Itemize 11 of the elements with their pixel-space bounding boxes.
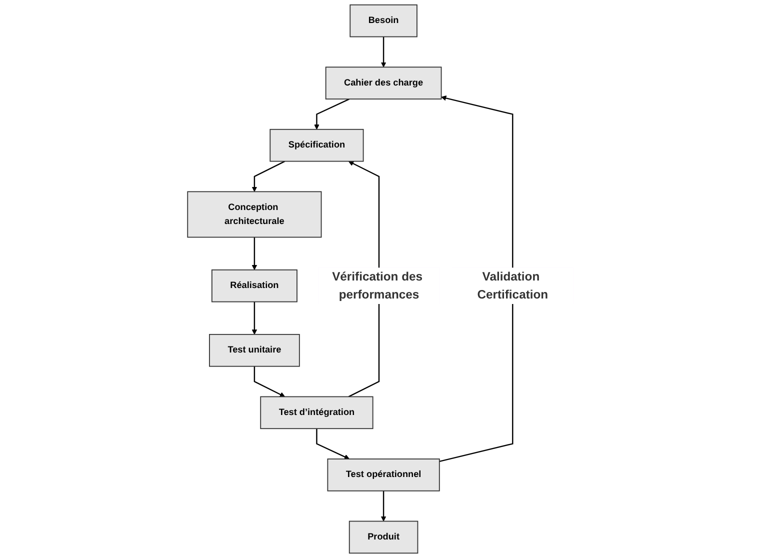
process-box: Test opérationnel — [327, 458, 440, 492]
process-box: Réalisation — [211, 269, 298, 302]
process-box: Besoin — [350, 4, 418, 38]
process-box: Produit — [348, 520, 418, 554]
process-box: Cahier des charge — [325, 66, 442, 100]
process-box: Spécification — [270, 128, 364, 162]
edge-label: Vérification des performances — [318, 268, 440, 304]
process-box: Test unitaire — [209, 334, 300, 367]
process-box: Test d’intégration — [260, 396, 374, 430]
edge-label: Validation Certification — [452, 268, 574, 304]
process-box: Conception architecturale — [187, 191, 322, 238]
